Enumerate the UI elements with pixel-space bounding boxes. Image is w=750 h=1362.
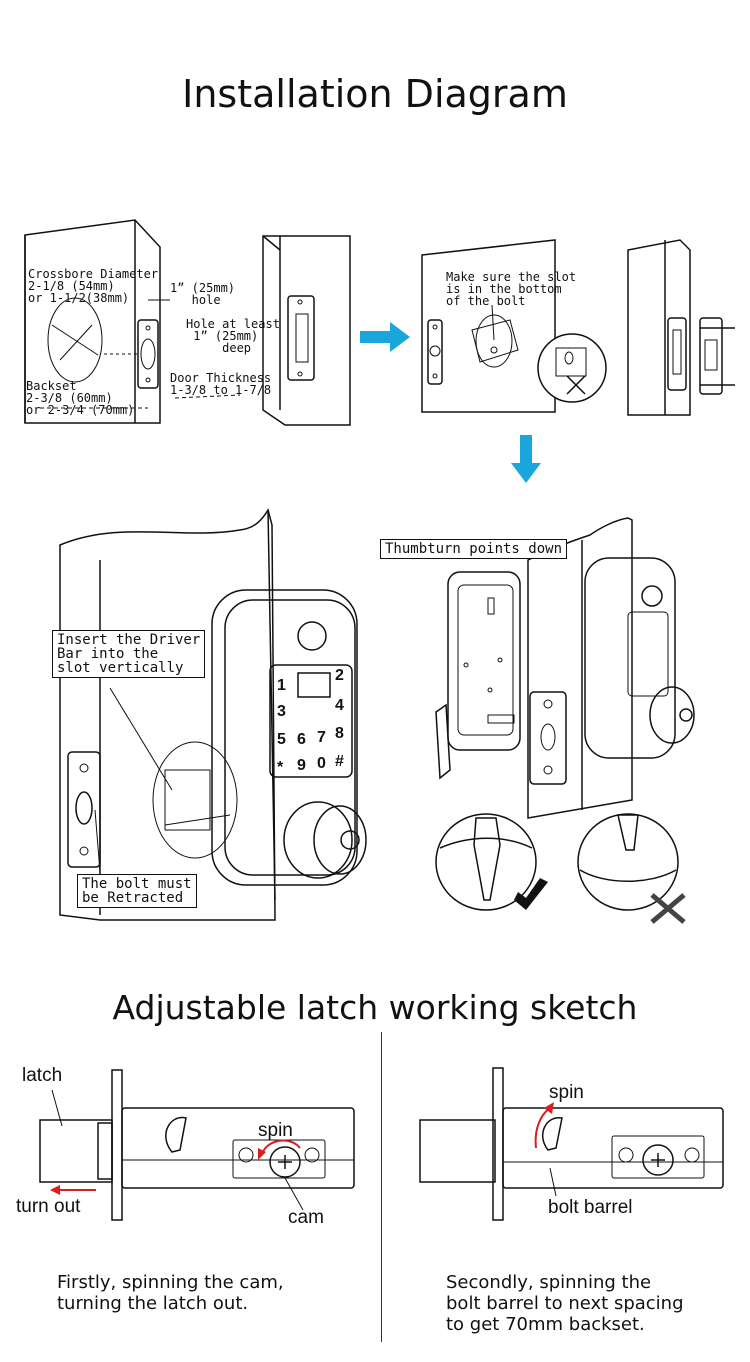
sketch-title: Adjustable latch working sketch <box>112 988 638 1027</box>
turn-out-label: turn out <box>16 1196 81 1217</box>
key-star: * <box>277 759 284 776</box>
cam-label: cam <box>288 1207 324 1228</box>
spin-label-left: spin <box>258 1120 293 1141</box>
key-5: 5 <box>277 731 286 748</box>
key-4: 4 <box>335 697 344 714</box>
key-2: 2 <box>335 667 344 684</box>
key-6: 6 <box>297 731 306 748</box>
section-divider <box>381 1032 382 1342</box>
crossbore-note: Crossbore Diameter 2-1/8 (54mm) or 1-1/2… <box>28 267 159 305</box>
bolt-barrel-label: bolt barrel <box>548 1197 633 1218</box>
key-9: 9 <box>297 757 306 774</box>
right-caption: Secondly, spinning the bolt barrel to ne… <box>446 1272 684 1335</box>
key-7: 7 <box>317 729 326 746</box>
key-0: 0 <box>317 755 326 772</box>
key-3: 3 <box>277 703 286 720</box>
door-thickness-note: Door Thickness 1-3/8 to 1-7/8 <box>170 371 272 397</box>
next-arrow-right <box>360 322 410 352</box>
bolt-retracted-note: The bolt must be Retracted <box>77 874 197 908</box>
spin-label-right: spin <box>549 1082 584 1103</box>
latch-label: latch <box>22 1065 63 1086</box>
key-1: 1 <box>277 677 286 694</box>
page-title: Installation Diagram <box>182 72 568 116</box>
thumbturn-note: Thumbturn points down <box>380 539 568 559</box>
slot-note: Make sure the slot is in the bottom of t… <box>446 270 577 308</box>
next-arrow-down <box>511 435 541 483</box>
step3-keypad: 1 2 3 4 5 6 7 8 * 9 0 # <box>275 667 347 776</box>
key-hash: # <box>335 753 344 770</box>
hole-depth-note: Hole at least 1” (25mm) deep <box>186 317 280 355</box>
key-8: 8 <box>335 725 344 742</box>
driver-bar-note: Insert the Driver Bar into the slot vert… <box>52 630 206 678</box>
backset-note: Backset 2-3/8 (60mm) or 2-3/4 (70mm) <box>26 379 135 417</box>
left-caption: Firstly, spinning the cam, turning the l… <box>57 1272 284 1314</box>
hole-size-note: 1” (25mm) hole <box>170 281 236 307</box>
